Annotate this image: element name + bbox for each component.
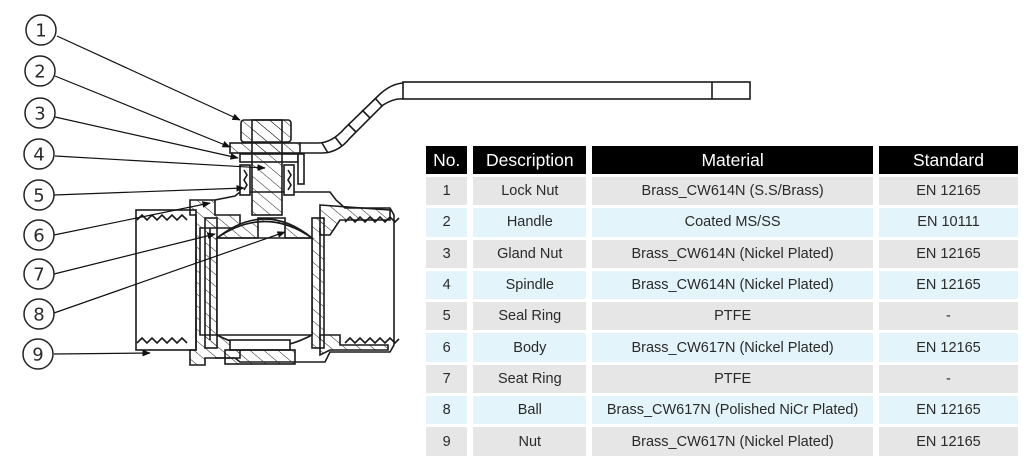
cell-no: 3 [426, 239, 468, 268]
cell-description: Handle [473, 208, 587, 237]
cell-no: 5 [426, 302, 468, 331]
svg-text:1: 1 [35, 21, 46, 42]
cell-description: Spindle [473, 270, 587, 300]
cell-description: Nut [473, 427, 587, 456]
header-material: Material [592, 146, 873, 174]
cell-standard: EN 12165 [878, 177, 1018, 206]
callout-1: 1 [25, 14, 57, 46]
cell-material: PTFE [592, 302, 873, 331]
svg-text:3: 3 [34, 104, 45, 125]
cell-description: Lock Nut [473, 177, 587, 206]
cell-description: Seal Ring [473, 302, 587, 331]
header-no: No. [426, 146, 468, 174]
callout-3: 3 [24, 97, 56, 129]
callout-6: 6 [23, 219, 55, 251]
cell-description: Gland Nut [473, 239, 587, 268]
table-header-row: No. Description Material Standard [426, 146, 1018, 174]
cell-material: Brass_CW617N (Polished NiCr Plated) [592, 396, 873, 425]
svg-text:4: 4 [33, 145, 44, 166]
leader-lines [53, 35, 286, 357]
handle-lever [300, 81, 751, 154]
cell-no: 7 [426, 364, 468, 394]
cell-standard: - [878, 364, 1018, 394]
cell-standard: EN 10111 [878, 208, 1018, 237]
cell-material: PTFE [592, 364, 873, 394]
cell-material: Brass_CW614N (S.S/Brass) [592, 177, 873, 206]
cell-no: 4 [426, 270, 468, 300]
callout-2: 2 [24, 55, 56, 87]
cell-no: 8 [426, 396, 468, 425]
cell-description: Seat Ring [473, 364, 587, 394]
header-description: Description [473, 146, 587, 174]
cell-material: Coated MS/SS [592, 208, 873, 237]
callout-4: 4 [23, 138, 55, 170]
cell-material: Brass_CW614N (Nickel Plated) [592, 270, 873, 300]
cell-description: Body [473, 333, 587, 362]
svg-text:5: 5 [33, 186, 44, 207]
cell-no: 1 [426, 177, 468, 206]
svg-text:6: 6 [33, 226, 44, 247]
cell-standard: - [878, 302, 1018, 331]
cell-material: Brass_CW617N (Nickel Plated) [592, 427, 873, 456]
cell-standard: EN 12165 [878, 396, 1018, 425]
cell-material: Brass_CW614N (Nickel Plated) [592, 239, 873, 268]
valve-stem [229, 119, 305, 216]
cell-material: Brass_CW617N (Nickel Plated) [592, 333, 873, 362]
cell-no: 9 [426, 427, 468, 456]
cell-no: 2 [426, 208, 468, 237]
callout-8: 8 [23, 298, 55, 330]
callout-9: 9 [22, 338, 54, 370]
header-standard: Standard [878, 146, 1018, 174]
svg-text:9: 9 [32, 345, 43, 366]
cell-standard: EN 12165 [878, 333, 1018, 362]
callout-7: 7 [23, 258, 55, 290]
svg-text:2: 2 [34, 62, 45, 83]
cell-description: Ball [473, 396, 587, 425]
svg-text:7: 7 [33, 265, 44, 286]
cell-no: 6 [426, 333, 468, 362]
cell-standard: EN 12165 [878, 239, 1018, 268]
cell-standard: EN 12165 [878, 427, 1018, 456]
svg-text:8: 8 [33, 305, 44, 326]
valve-body [135, 191, 400, 366]
cell-standard: EN 12165 [878, 270, 1018, 300]
callout-5: 5 [23, 179, 55, 211]
